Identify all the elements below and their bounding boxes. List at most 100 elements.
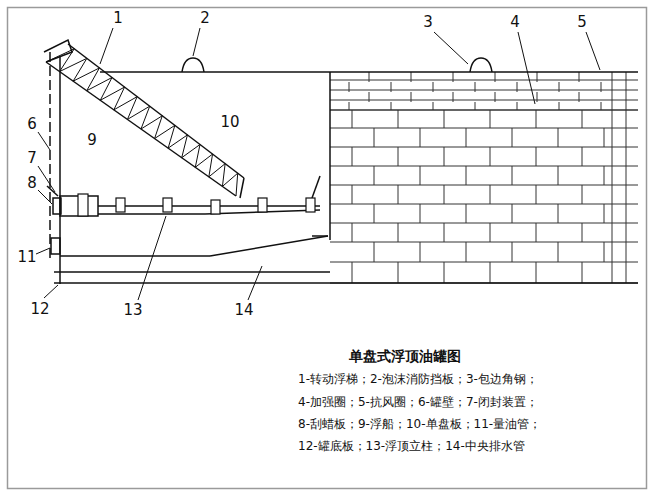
brick-joint [582,223,583,242]
brick-joint [391,82,392,92]
brick-joint [536,147,537,166]
brick-joint [453,72,454,82]
brick-joint [612,242,613,262]
ladder-truss [46,49,238,196]
brick-joint [517,102,518,110]
brick-joint [626,147,627,166]
brick-joint [420,166,421,185]
brick-joint [352,110,353,128]
brick-joint [626,185,627,204]
tank-wall-bricks [330,72,638,283]
brick-joint [536,262,537,283]
ring-line [330,80,638,81]
brick-joint [475,82,476,92]
brick-joint [579,72,580,82]
brick-joint [374,242,375,262]
callout-number: 13 [123,302,142,319]
roof-columns [78,194,315,216]
diagram-title: 单盘式浮顶油罐图 [349,349,461,364]
brick-joint [612,262,613,283]
brick-joint [398,185,399,204]
truss-bar [222,173,237,186]
brick-joint [536,185,537,204]
truss-bar [236,173,238,196]
callout-number: 5 [577,14,587,31]
brick-joint [604,242,605,262]
course-line [330,166,638,167]
brick-joint [512,242,513,262]
brick-joint [512,166,513,185]
brick-joint [490,223,491,242]
truss-bar [209,154,213,177]
course-line [330,147,638,148]
brick-joint [517,82,518,92]
brick-joint [601,82,602,92]
callout-number: 8 [27,175,37,192]
callout-number: 4 [510,14,520,31]
course-line [330,223,638,224]
brick-joint [398,147,399,166]
brick-joint [352,147,353,166]
brick-joint [612,72,613,110]
brick-joint [579,92,580,102]
brick-joint [612,185,613,204]
brick-joint [558,242,559,262]
brick-joint [433,102,434,110]
brick-joint [601,102,602,110]
brick-joint [466,204,467,223]
brick-joint [391,102,392,110]
brick-joint [369,72,370,82]
brick-joint [612,110,613,128]
ring-line [330,90,638,91]
truss-bar [141,106,150,129]
brick-joint [512,128,513,147]
course-line [330,242,638,243]
brick-joint [398,262,399,283]
legend-line: 4-加强圈；5-抗风圈；6-罐壁；7-闭封装置； [298,396,538,409]
brick-joint [582,262,583,283]
course-line [330,185,638,186]
brick-joint [433,82,434,92]
brick-joint [490,262,491,283]
brick-joint [490,110,491,128]
brick-joint [612,166,613,185]
brick-joint [374,166,375,185]
callout-number: 12 [30,301,49,318]
brick-joint [536,110,537,128]
brick-joint [466,242,467,262]
brick-joint [604,204,605,223]
brick-joint [558,128,559,147]
brick-joint [466,128,467,147]
brick-joint [612,223,613,242]
callout-number: 9 [87,132,97,149]
brick-joint [444,262,445,283]
brick-joint [582,147,583,166]
callout-number: 1 [113,10,123,27]
brick-joint [558,204,559,223]
tank-outline [44,40,638,284]
brick-joint [626,128,627,147]
callout-number: 6 [27,116,37,133]
brick-joint [352,223,353,242]
brick-joint [626,110,627,128]
brick-joint [582,110,583,128]
brick-joint [352,185,353,204]
brick-joint [512,204,513,223]
brick-joint [559,82,560,92]
frame [8,8,647,489]
brick-joint [558,166,559,185]
course-line [330,128,638,129]
brick-joint [349,102,350,110]
brick-joint [626,242,627,262]
brick-joint [612,204,613,223]
brick-joint [490,147,491,166]
brick-joint [626,223,627,242]
brick-joint [466,166,467,185]
course-line [330,110,638,111]
brick-joint [349,82,350,92]
legend-line: 12-罐底板；13-浮顶立柱；14-中央排水管 [298,440,525,453]
brick-joint [444,223,445,242]
brick-joint [398,110,399,128]
legend-line: 1-转动浮梯；2-泡沫消防挡板；3-包边角钢； [298,373,538,386]
brick-joint [626,166,627,185]
